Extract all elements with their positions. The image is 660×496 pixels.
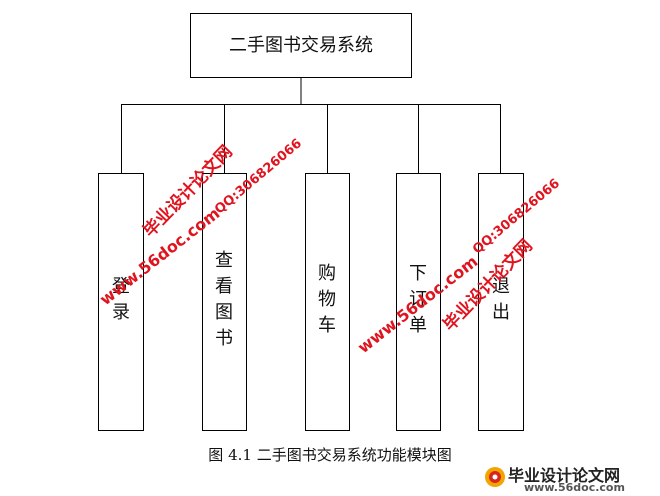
module-label-login: 登录 xyxy=(112,276,130,323)
root-label: 二手图书交易系统 xyxy=(229,35,373,56)
module-label-exit: 退出 xyxy=(492,276,510,323)
module-box-login xyxy=(98,173,144,431)
module-box-cart xyxy=(305,173,350,431)
root-box xyxy=(190,13,412,78)
brand-footer: 毕业设计论文网 www.56doc.com xyxy=(484,462,654,494)
module-diagram: 二手图书交易系统 登录 查看图书 购物车 下订单 退出 xyxy=(98,13,524,431)
module-box-exit xyxy=(478,173,524,431)
brand-logo-icon xyxy=(485,467,505,487)
module-label-cart: 购物车 xyxy=(318,263,336,336)
module-label-view-books: 查看图书 xyxy=(215,250,233,349)
module-box-order xyxy=(396,173,441,431)
module-box-view-books xyxy=(202,173,247,431)
brand-url: www.56doc.com xyxy=(524,481,625,494)
brand-title: 毕业设计论文网 xyxy=(508,466,621,485)
figure-caption: 图 4.1 二手图书交易系统功能模块图 xyxy=(208,446,452,464)
module-label-order: 下订单 xyxy=(409,263,427,336)
